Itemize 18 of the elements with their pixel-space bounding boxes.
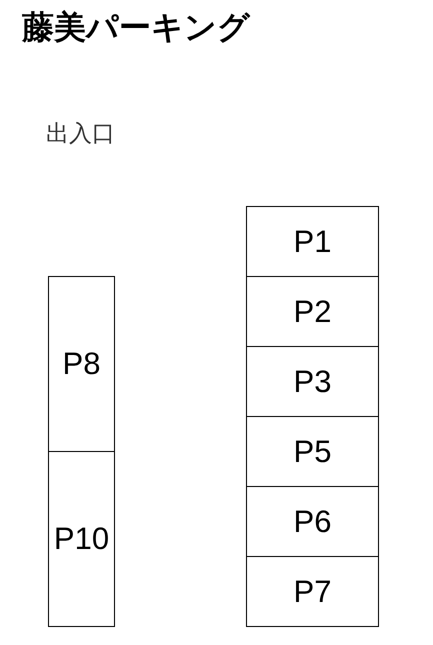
space-number: P10 [54,521,110,557]
parking-space [246,276,379,347]
entrance-label: 出入口 [46,121,115,149]
parking-space [246,206,379,277]
space-number: P5 [294,434,332,470]
space-number: P3 [294,364,332,400]
space-number: P7 [294,574,332,610]
space-number: P1 [294,224,332,260]
page-title: 藤美パーキング [22,8,250,46]
parking-space [246,346,379,417]
parking-space [48,276,115,452]
parking-space [246,556,379,627]
parking-space [48,451,115,627]
space-number: P2 [294,294,332,330]
space-number: P8 [62,346,100,382]
parking-space [246,486,379,557]
parking-space [246,416,379,487]
space-number: P6 [294,504,332,540]
